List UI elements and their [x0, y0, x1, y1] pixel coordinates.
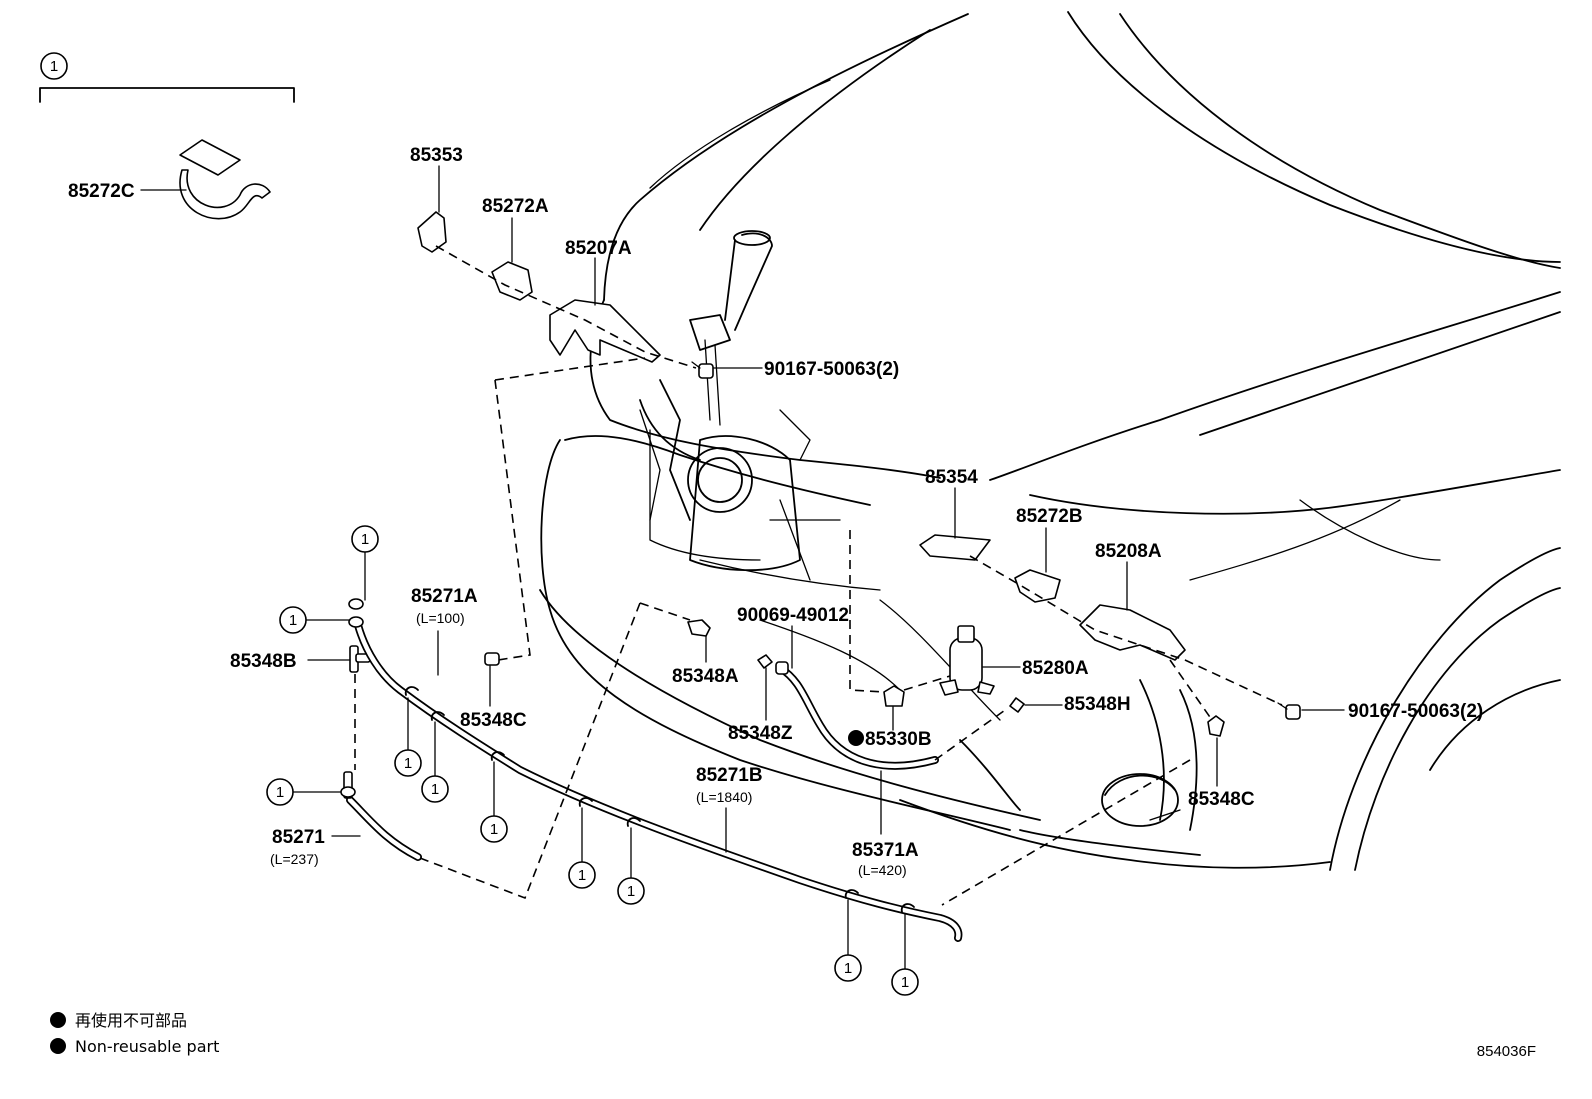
- label-85371A-length: (L=420): [858, 862, 907, 878]
- legend-bullet: [50, 1038, 66, 1054]
- ref-marker: 1: [578, 867, 586, 884]
- hose-85271B: [354, 621, 963, 942]
- ref-marker: 1: [901, 974, 909, 991]
- ref-marker: 1: [276, 784, 284, 801]
- label-90069: 90069-49012: [737, 605, 849, 626]
- label-85271: 85271: [272, 827, 325, 848]
- ref-marker: 1: [431, 781, 439, 798]
- figure-code: 854036F: [1477, 1043, 1536, 1060]
- label-85271A: 85271A: [411, 586, 478, 607]
- washer-nozzle-85272A: [491, 261, 533, 301]
- hose-85371A: [775, 661, 939, 770]
- ref-circles: 1 1 1 1 1 1 1 1 1 1: [266, 525, 919, 996]
- legend-english: Non-reusable part: [75, 1037, 219, 1056]
- label-85348C-right: 85348C: [1188, 789, 1255, 810]
- nozzle-cover-85353: [417, 211, 447, 253]
- reference-bracket: 1: [39, 52, 295, 103]
- label-85348Z: 85348Z: [728, 723, 793, 744]
- label-85208A: 85208A: [1095, 541, 1162, 562]
- bolt-90167-upper: [691, 361, 714, 379]
- label-85354: 85354: [925, 467, 978, 488]
- label-85272C: 85272C: [68, 181, 135, 202]
- label-85353: 85353: [410, 145, 463, 166]
- label-85348A: 85348A: [672, 666, 739, 687]
- nozzle-cover-85354: [919, 534, 991, 561]
- hose-joint-85348C-right: [1207, 715, 1225, 737]
- label-85348B: 85348B: [230, 651, 297, 672]
- label-85271-length: (L=237): [270, 851, 319, 867]
- label-85272A: 85272A: [482, 196, 549, 217]
- legend-bullet: [50, 1012, 66, 1028]
- label-85330B: 85330B: [865, 729, 932, 750]
- washer-nozzle-85272B: [1014, 569, 1061, 603]
- bolt-90167-lower: [1277, 702, 1301, 720]
- grommet-85330B: [883, 685, 905, 707]
- label-90167-lower: 90167-50063(2): [1348, 701, 1483, 722]
- hose-85271: [343, 771, 422, 861]
- label-85271A-length: (L=100): [416, 610, 465, 626]
- legend-japanese: 再使用不可部品: [75, 1011, 187, 1030]
- label-85272B: 85272B: [1016, 506, 1083, 527]
- ref-marker: 1: [490, 821, 498, 838]
- label-85280A: 85280A: [1022, 658, 1089, 679]
- hose-85271A: [418, 652, 500, 688]
- label-85371A: 85371A: [852, 840, 919, 861]
- nozzle-bracket-85207A: [549, 299, 661, 363]
- ref-marker: 1: [361, 531, 369, 548]
- hose-joint-85348A: [687, 619, 711, 637]
- non-reusable-marker: [848, 730, 864, 746]
- washer-pump-85280A: [939, 625, 995, 696]
- connection-lines: [354, 245, 1283, 906]
- ref-marker: 1: [844, 960, 852, 977]
- nozzle-bracket-85208A: [1079, 604, 1186, 661]
- hose-clip-85272C: [179, 139, 271, 220]
- label-85207A: 85207A: [565, 238, 632, 259]
- label-90167-upper: 90167-50063(2): [764, 359, 899, 380]
- hose-joint-85348H: [1009, 697, 1025, 713]
- ref-marker: 1: [404, 755, 412, 772]
- ref-marker: 1: [627, 883, 635, 900]
- car-body-outline: [539, 11, 1561, 871]
- label-85271B-length: (L=1840): [696, 789, 752, 805]
- label-85348C-left: 85348C: [460, 710, 527, 731]
- ref-marker: 1: [289, 612, 297, 629]
- legend: 再使用不可部品 Non-reusable part: [50, 1011, 219, 1056]
- part-labels: 85272C 85353 85272A 85207A 90167-50063(2…: [68, 145, 1483, 878]
- label-85348H: 85348H: [1064, 694, 1131, 715]
- hose-clips: [340, 598, 915, 913]
- ref-marker: 1: [50, 58, 58, 75]
- hose-joint-85348Z: [757, 654, 773, 669]
- label-85271B: 85271B: [696, 765, 763, 786]
